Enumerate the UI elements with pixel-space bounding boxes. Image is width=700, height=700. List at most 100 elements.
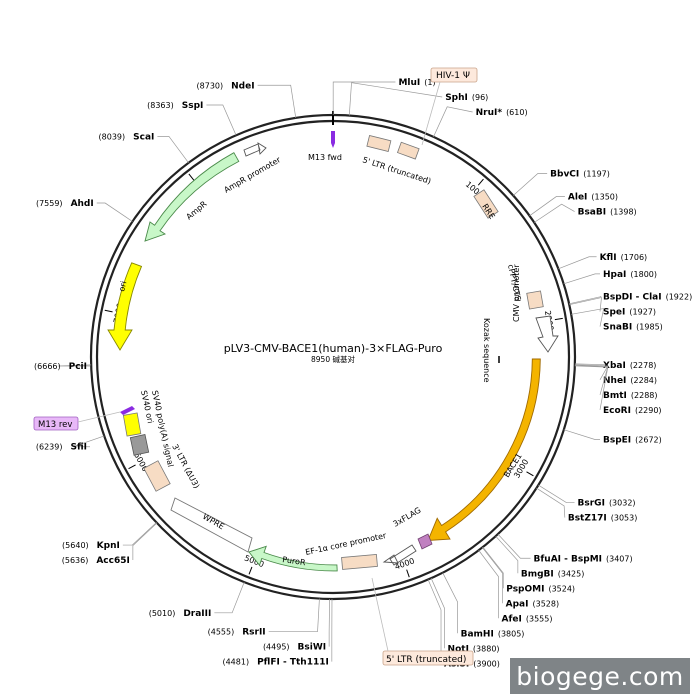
restriction-site-label: NruI*(610) [476,108,528,118]
site-position: (6239) [36,443,63,452]
site-enzyme-name: MluI [398,78,420,88]
site-leader [497,533,531,559]
restriction-site-label: PspOMI(3524) [506,584,575,594]
site-position: (8363) [147,101,174,110]
site-leader [442,572,458,634]
site-position: (5636) [62,556,89,565]
site-position: (1800) [630,270,657,279]
site-position: (3407) [606,554,633,563]
site-leader [348,82,443,116]
site-leader [536,487,566,518]
plasmid-title: pLV3-CMV-BACE1(human)-3×FLAG-Puro [224,342,443,355]
site-position: (3805) [498,629,525,638]
site-leader [529,196,565,217]
site-position: (3900) [473,659,500,668]
site-position: (3880) [473,644,500,653]
sv40-polya-block [129,434,150,456]
ampr-promoter-arrow [243,142,267,157]
watermark-logo: biogege.com [510,658,690,694]
site-position: (1985) [636,323,663,332]
ruler-ticks: 10002000300040005000600070008000 [104,173,563,578]
site-enzyme-name: BstZ17I [568,514,607,524]
restriction-site-label: ApaI(3528) [506,599,559,609]
site-position: (4555) [208,628,235,637]
site-leader [538,484,575,503]
site-enzyme-name: XbaI [603,361,626,371]
ltr5-block-1 [366,135,392,152]
ltr5-bottom-label: 5' LTR (truncated) [386,655,466,665]
site-enzyme-name: BsrGI [578,499,605,509]
ef1a-peach-block [341,554,378,570]
ltr5-bottom-leader [371,577,389,652]
site-position: (1922) [666,293,693,302]
site-position: (3524) [548,584,575,593]
plasmid-size: 8950 碱基对 [311,354,355,364]
site-position: (3053) [611,514,638,523]
sv40-ori-block [122,412,142,437]
site-position: (8730) [197,81,224,90]
restriction-site-label: BbvCI(1197) [550,170,610,180]
site-leader [571,308,605,327]
site-leader [482,546,504,589]
site-leader [72,435,105,448]
ltr5-inner-label: 5' LTR (truncated) [361,155,432,186]
site-leader [558,256,597,270]
site-leader [96,202,133,222]
ltr3-block [143,460,171,492]
site-enzyme-name: SpeI [603,308,625,318]
site-position: (5010) [149,609,176,618]
site-enzyme-name: BsaBI [578,208,607,218]
site-enzyme-name: BsiWI [298,643,327,653]
site-leader [563,429,600,440]
site-enzyme-name: ScaI [133,132,154,142]
ltr5-bottom-box [382,650,474,666]
site-leader [430,578,445,649]
site-enzyme-name: RsrII [242,628,265,638]
restriction-site-label: SpeI (1927) [603,308,656,318]
site-leader [478,550,499,619]
site-position: (1706) [621,253,648,262]
site-enzyme-name: BbvCI [550,170,579,180]
site-position: (7559) [36,199,63,208]
site-enzyme-name: AleI [568,193,588,203]
site-enzyme-name: Acc65I [96,556,130,566]
site-position: (6666) [34,362,61,371]
ampr-arrow [144,152,240,242]
restriction-site-label: SnaBI(1985) [603,323,663,333]
site-position: (3555) [526,614,553,623]
site-enzyme-name: BfuAI - BspMI [534,554,602,564]
restriction-sites: MluI(1)SphI(96)NruI*(610)BbvCI(1197)AleI… [34,78,692,669]
site-enzyme-name: KpnI [97,541,120,551]
restriction-site-label: BamHI(3805) [461,629,525,639]
site-leader [574,363,608,366]
restriction-site-label: EcoRI(2290) [603,406,662,416]
puror-label: PuroR [282,555,307,567]
site-leader [433,106,473,137]
site-enzyme-name: SphI [445,93,468,103]
restriction-site-label: BsaBI(1398) [578,208,637,218]
restriction-site-label: KflI(1706) [600,253,648,263]
restriction-site-label: BmgBI(3425) [521,569,585,579]
flag-label: 3xFLAG [392,506,423,529]
bace1-arrow [427,358,541,541]
hiv-psi-label: HIV-1 Ψ [436,71,470,81]
site-enzyme-name: BspDI - ClaI [603,293,662,303]
site-leader [122,522,157,546]
restriction-site-label: BmtI(2288) [603,391,658,401]
site-position: (1398) [610,208,637,217]
site-enzyme-name: NheI [603,376,626,386]
site-enzyme-name: AfeI [502,614,522,624]
ltr3-label: 3' LTR (ΔU3) [170,443,201,490]
site-enzyme-name: BmgBI [521,569,554,579]
site-position: (5640) [62,541,89,550]
site-position: (2284) [630,376,657,385]
m13-rev-feature [120,406,135,415]
m13-rev-leader [77,411,121,423]
ampr-label: AmpR [185,199,209,222]
site-position: (8039) [99,132,126,141]
site-leader [268,598,320,632]
restriction-site-label: (6239)SfiI [36,443,87,453]
site-position: (1927) [629,308,656,317]
ruler-tick [477,178,484,186]
site-enzyme-name: BmtI [603,391,627,401]
